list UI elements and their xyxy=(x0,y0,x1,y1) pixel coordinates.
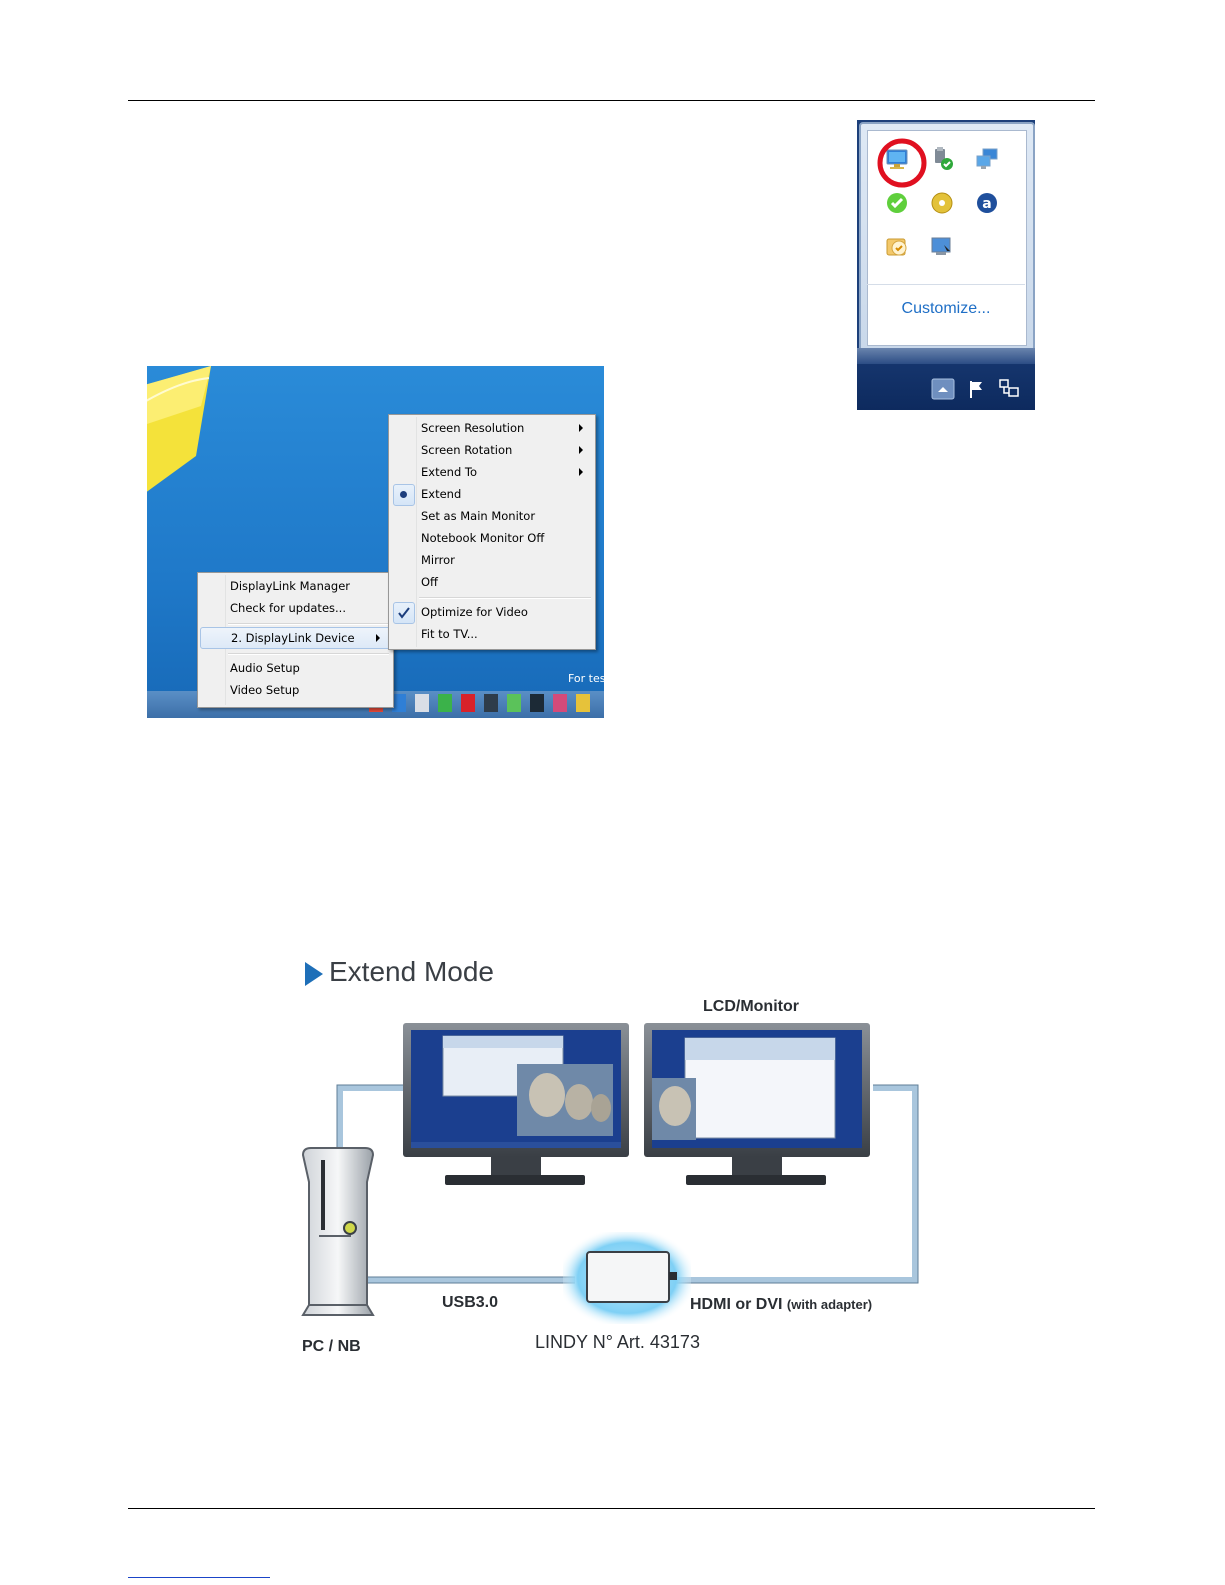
corner-text: For tes xyxy=(568,672,604,685)
network-connection-icon[interactable] xyxy=(997,378,1021,400)
menu-separator xyxy=(228,623,389,625)
customize-link[interactable]: Customize... xyxy=(901,300,991,317)
pc-tower xyxy=(301,1147,375,1316)
menu-item-screen-rotation[interactable]: Screen Rotation xyxy=(391,439,593,461)
monitor-1 xyxy=(403,1023,629,1185)
display-settings-icon[interactable] xyxy=(928,233,956,261)
menu-gutter xyxy=(416,417,417,647)
submenu-arrow-icon xyxy=(579,446,583,454)
menu-item-label: Off xyxy=(421,575,438,589)
menu-item-label: Video Setup xyxy=(230,683,300,697)
displaylink-context-menu: DisplayLink Manager Check for updates...… xyxy=(197,572,394,708)
monitor-label: LCD/Monitor xyxy=(703,998,799,1015)
taskbar xyxy=(857,364,1035,410)
tray-app-icon-3[interactable] xyxy=(415,694,429,712)
menu-item-video-setup[interactable]: Video Setup xyxy=(200,679,391,701)
cable-adapter-to-monitor-2 xyxy=(673,1085,918,1283)
menu-item-extend[interactable]: Extend xyxy=(391,483,593,506)
menu-item-label: Check for updates... xyxy=(230,601,346,615)
menu-item-label: Audio Setup xyxy=(230,661,300,675)
menu-item-label: Set as Main Monitor xyxy=(421,509,536,523)
extend-mode-diagram: Extend Mode LCD/Monitor PC / NB USB3.0 H… xyxy=(295,956,945,1365)
menu-item-off[interactable]: Off xyxy=(391,571,593,593)
menu-item-optimize-for-video[interactable]: Optimize for Video xyxy=(391,601,593,624)
tray-separator xyxy=(867,284,1025,285)
menu-item-label: Optimize for Video xyxy=(421,605,528,619)
menu-item-label: Screen Rotation xyxy=(421,443,513,457)
diagram-graphics xyxy=(301,962,919,1324)
header-rule xyxy=(128,100,1095,101)
show-hidden-icons-arrow-icon[interactable] xyxy=(931,378,955,400)
hdmi-label-text: HDMI or DVI xyxy=(690,1296,783,1313)
menu-item-label: Extend xyxy=(421,487,462,501)
cable-pc-to-monitor-1 xyxy=(337,1085,407,1175)
tray-app-icon-7[interactable] xyxy=(507,694,521,712)
tray-wireless-icon[interactable] xyxy=(438,694,452,712)
agent-icon[interactable]: a xyxy=(973,189,1001,217)
tray-displaylink-icon[interactable] xyxy=(392,694,406,712)
checkmark-icon xyxy=(393,602,415,624)
pc-label: PC / NB xyxy=(302,1338,361,1355)
adapter-product-label: LINDY N° Art. 43173 xyxy=(535,1332,700,1352)
monitor-2 xyxy=(644,1023,870,1185)
tray-overflow-screenshot: a Customize... xyxy=(857,120,1035,410)
network-icon[interactable] xyxy=(973,145,1001,173)
usb-cable-label: USB3.0 xyxy=(442,1294,499,1311)
title-arrow-icon xyxy=(305,962,323,986)
menu-item-mirror[interactable]: Mirror xyxy=(391,549,593,571)
footer-rule xyxy=(128,1508,1095,1509)
menu-separator xyxy=(419,597,591,599)
menu-item-label: Notebook Monitor Off xyxy=(421,531,545,545)
displaylink-device-submenu: Screen Resolution Screen Rotation Extend… xyxy=(388,414,596,650)
wallpaper-leaf-shape xyxy=(147,366,211,492)
cables xyxy=(337,1085,918,1283)
red-highlight-circle xyxy=(877,138,927,188)
hdmi-label-note: (with adapter) xyxy=(786,1297,873,1312)
submenu-arrow-icon xyxy=(579,424,583,432)
tray-app-icon-8[interactable] xyxy=(530,694,544,712)
update-clock-icon[interactable] xyxy=(883,233,911,261)
tray-app-icon-6[interactable] xyxy=(484,694,498,712)
disc-drive-icon[interactable] xyxy=(928,189,956,217)
usb-display-adapter xyxy=(586,1251,670,1303)
usb-device-icon[interactable] xyxy=(928,145,956,173)
menu-item-label: Mirror xyxy=(421,553,455,567)
tray-app-icon-10[interactable] xyxy=(576,694,590,712)
menu-item-set-as-main-monitor[interactable]: Set as Main Monitor xyxy=(391,505,593,527)
action-center-flag-icon[interactable] xyxy=(965,378,989,400)
taskbar-glass-edge xyxy=(857,348,1035,364)
hdmi-cable-label: HDMI or DVI (with adapter) xyxy=(690,1296,872,1314)
menu-separator xyxy=(228,653,389,655)
menu-item-screen-resolution[interactable]: Screen Resolution xyxy=(391,417,593,439)
displaylink-monitor-icon[interactable] xyxy=(883,145,911,173)
menu-item-label: 2. DisplayLink Device xyxy=(231,631,355,645)
tray-app-icon-9[interactable] xyxy=(553,694,567,712)
menu-item-displaylink-manager[interactable]: DisplayLink Manager xyxy=(200,575,391,597)
svg-text:a: a xyxy=(982,196,991,212)
desktop-screenshot: For tes DisplayLink Manager Check for up… xyxy=(147,366,604,718)
menu-item-label: Extend To xyxy=(421,465,478,479)
chat-status-icon[interactable] xyxy=(883,189,911,217)
tray-overflow-body: a xyxy=(867,130,1027,346)
footer-link-underline xyxy=(128,1577,270,1578)
submenu-arrow-icon xyxy=(376,634,380,642)
radio-selected-icon xyxy=(393,484,415,506)
menu-item-label: Screen Resolution xyxy=(421,421,525,435)
menu-item-extend-to[interactable]: Extend To xyxy=(391,461,593,483)
diagram-title: Extend Mode xyxy=(329,956,494,987)
menu-item-audio-setup[interactable]: Audio Setup xyxy=(200,657,391,679)
menu-item-label: Fit to TV... xyxy=(421,627,478,641)
submenu-arrow-icon xyxy=(579,468,583,476)
tray-app-icon-5[interactable] xyxy=(461,694,475,712)
tray-overflow-panel: a Customize... xyxy=(859,122,1035,352)
menu-item-check-for-updates[interactable]: Check for updates... xyxy=(200,597,391,619)
menu-item-notebook-monitor-off[interactable]: Notebook Monitor Off xyxy=(391,527,593,549)
menu-item-label: DisplayLink Manager xyxy=(230,579,351,593)
menu-item-displaylink-device[interactable]: 2. DisplayLink Device xyxy=(200,627,391,649)
menu-item-fit-to-tv[interactable]: Fit to TV... xyxy=(391,623,593,645)
